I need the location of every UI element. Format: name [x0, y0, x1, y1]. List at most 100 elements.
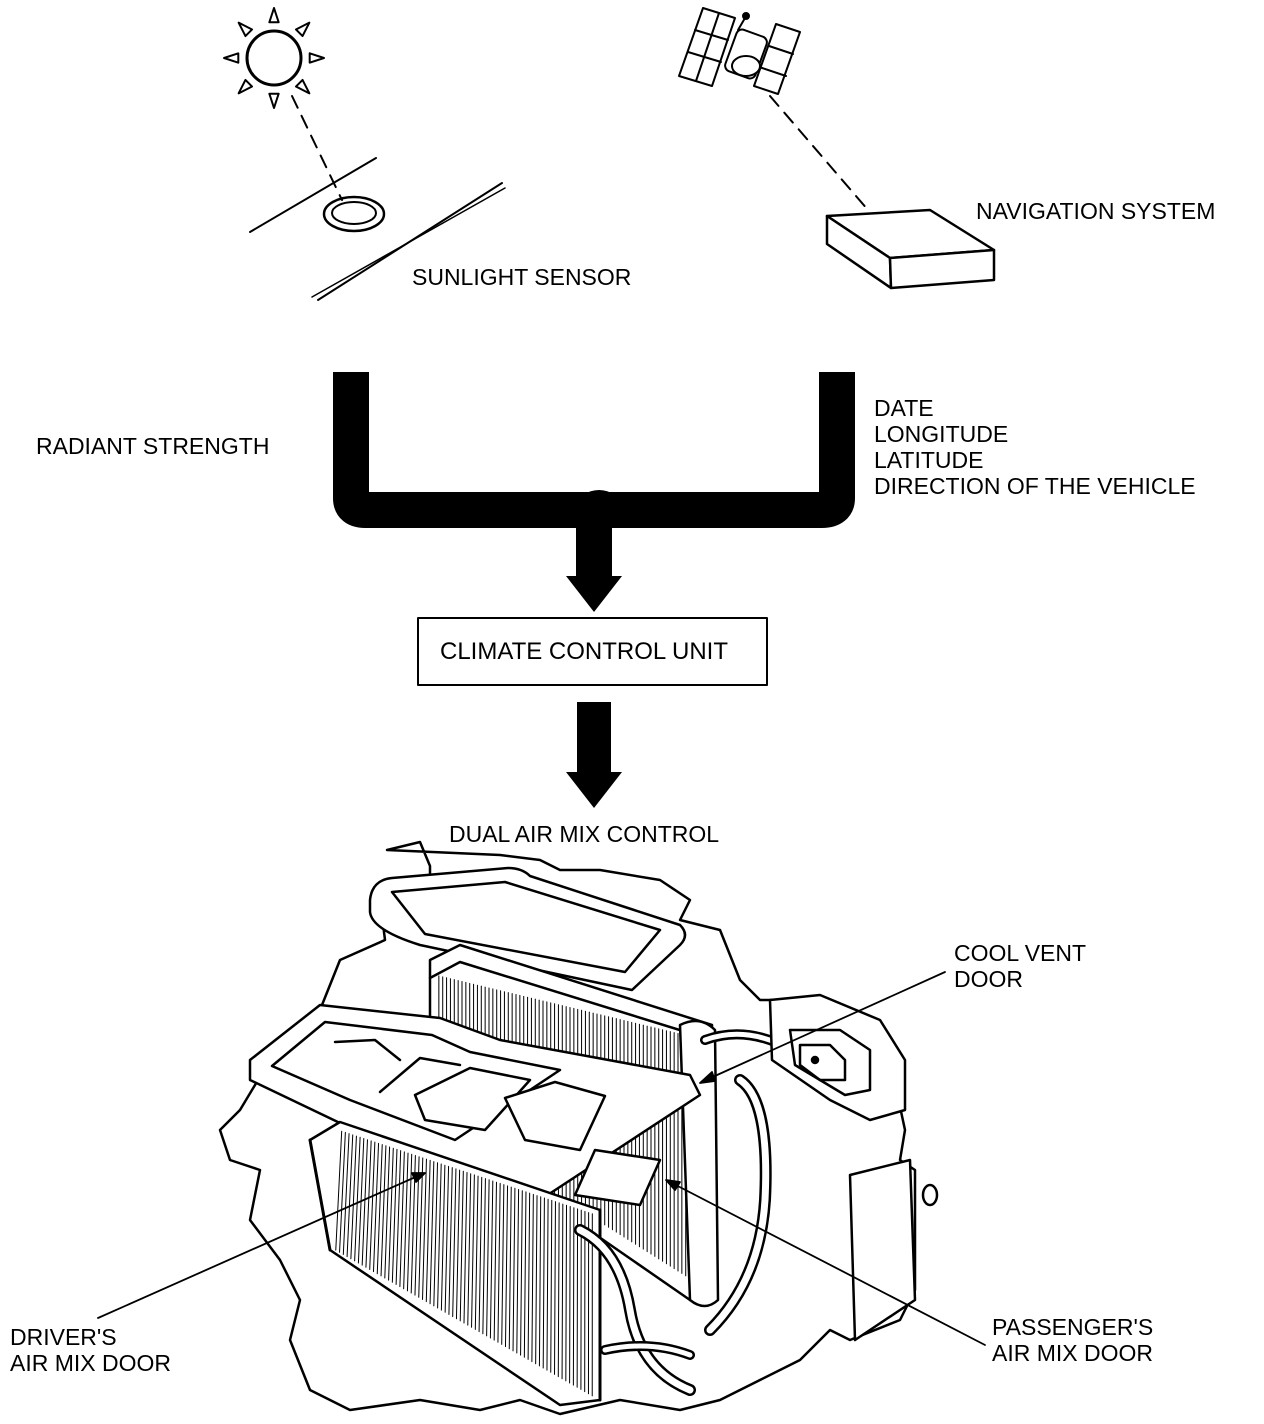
radiator-fin [380, 1145, 387, 1277]
cool-vent-door-line1: COOL VENT [954, 940, 1087, 966]
radiator-fin [384, 1146, 391, 1279]
radiator-fin [361, 1139, 368, 1266]
radiator-fin [572, 1207, 575, 1386]
radiator-fin [463, 1172, 468, 1324]
nav-output-date: DATE [874, 395, 934, 421]
radiator-fin [550, 1199, 553, 1373]
radiator-fin [501, 1184, 505, 1345]
arrow-to-dual-mix-stem [577, 702, 611, 774]
radiator-fin [399, 1151, 405, 1288]
drivers-door-line1: DRIVER'S [10, 1324, 117, 1350]
radiator-fin [339, 1131, 346, 1253]
radiator-fin [403, 1152, 409, 1290]
radiator-fin [429, 1161, 435, 1305]
passengers-door-leader [671, 1182, 986, 1346]
drivers-door-arrowhead [411, 1172, 426, 1183]
radiator-fin [561, 1203, 564, 1380]
radiator-fin [538, 1196, 542, 1367]
sun-ray [294, 21, 311, 38]
radiator-fin [406, 1153, 413, 1292]
drivers-door-leader [97, 1174, 421, 1319]
radiator-fin [372, 1142, 380, 1273]
radiator-fin [425, 1159, 431, 1303]
sun-ray [237, 78, 254, 95]
radiator-fin [504, 1185, 509, 1348]
radiator-fin [365, 1140, 372, 1268]
radiator-fin [335, 1130, 343, 1251]
arrow-to-ccu [566, 576, 622, 612]
radiator-fin [440, 1164, 446, 1311]
radiator-fin [486, 1179, 490, 1337]
radiator-fin [418, 1157, 424, 1298]
radiator-fin [455, 1169, 461, 1320]
nav-output-direction: DIRECTION OF THE VEHICLE [874, 473, 1196, 499]
sun-ray [237, 21, 254, 38]
radiator-fin [354, 1136, 361, 1262]
radiator-fin [437, 1163, 442, 1309]
radiator-fin [471, 1174, 475, 1328]
radiator-fin [482, 1178, 486, 1335]
drivers-door-line2: AIR MIX DOOR [10, 1350, 172, 1376]
dual-air-mix-control-label: DUAL AIR MIX CONTROL [449, 821, 720, 847]
radiator-fin [478, 1176, 483, 1333]
radiator-fin [554, 1201, 556, 1375]
radiator-fin [489, 1180, 494, 1339]
radiator-fin [467, 1173, 472, 1326]
sunlight-sensor [249, 157, 506, 301]
nav-output-latitude: LATITUDE [874, 447, 984, 473]
passengers-door-line2: AIR MIX DOOR [992, 1340, 1154, 1366]
satellite-icon [678, 7, 801, 95]
radiator-fin [452, 1168, 457, 1318]
cool-vent-door-arrowhead [699, 1071, 716, 1084]
radiator-fin [497, 1182, 501, 1343]
radiator-fin [422, 1158, 427, 1300]
radiator-fin [369, 1141, 376, 1270]
radiator-fin [512, 1187, 516, 1352]
arrow-to-dual-mix [566, 772, 622, 808]
flow-stem [576, 506, 612, 578]
radiator-fin [448, 1167, 453, 1315]
radiator-fin [395, 1150, 402, 1285]
radiator-fin [474, 1175, 479, 1330]
sun-ray [268, 7, 280, 24]
climate-control-unit-label: CLIMATE CONTROL UNIT [440, 638, 729, 665]
radiator-fin [433, 1162, 439, 1307]
radiator-fin [444, 1165, 450, 1313]
radiator-fin [350, 1135, 357, 1260]
satellite-beam-dashed [769, 95, 869, 211]
radiator-fin [376, 1144, 383, 1275]
radiator-fin [459, 1170, 464, 1322]
radiator-fin [520, 1190, 523, 1356]
radiator-fin [569, 1206, 571, 1384]
sun-beam-dashed [291, 95, 343, 201]
sun-ray [308, 52, 325, 64]
radiator-fin [527, 1192, 531, 1360]
sun-icon [223, 7, 325, 109]
radiator-fin [346, 1134, 354, 1258]
radiator-fin [493, 1181, 497, 1341]
cool-vent-door-line2: DOOR [954, 966, 1023, 992]
radiator-fin [531, 1193, 534, 1363]
radiator-fin [508, 1186, 512, 1350]
radiator-fin [388, 1147, 394, 1281]
radiator-fin [523, 1191, 527, 1358]
radiator-fin [342, 1133, 350, 1255]
radiator-fin [546, 1198, 549, 1371]
navigation-unit-box [825, 208, 996, 290]
sunlight-sensor-label: SUNLIGHT SENSOR [412, 264, 632, 290]
radiator-fin [542, 1197, 545, 1369]
sun-ray [294, 78, 311, 95]
passengers-door-arrowhead [665, 1179, 681, 1191]
radiator-fin [516, 1189, 520, 1354]
cool-vent-door-leader [705, 971, 946, 1081]
climate-control-unit-box [417, 617, 768, 686]
radiator-fin [535, 1195, 538, 1365]
heater-unit-illustration [218, 840, 939, 1416]
sun-ray [268, 92, 280, 109]
radiator-fin [557, 1202, 560, 1378]
radiator-fin [565, 1204, 568, 1382]
radiator-fin [391, 1148, 398, 1283]
navigation-system-label: NAVIGATION SYSTEM [976, 198, 1216, 224]
